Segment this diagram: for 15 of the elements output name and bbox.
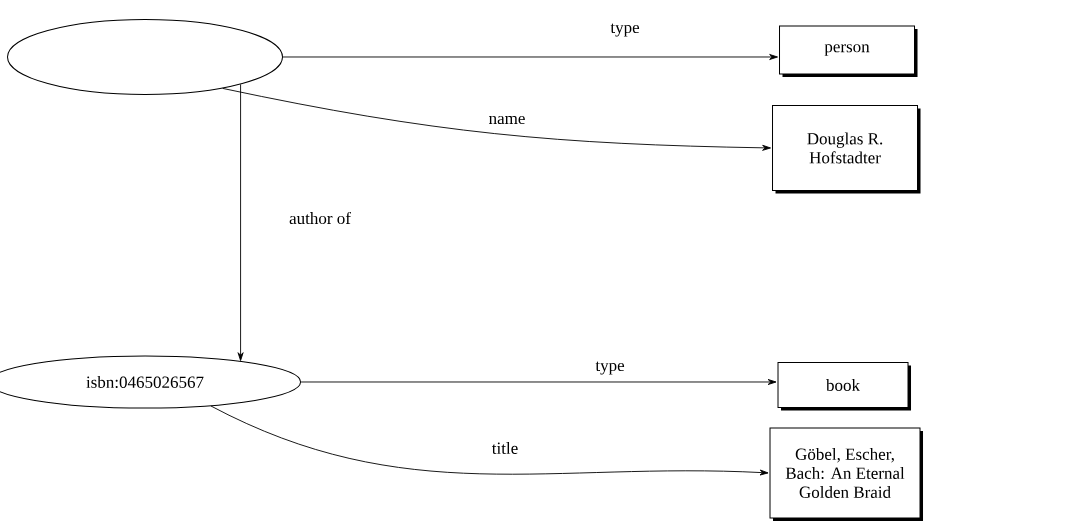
shadowed-box: person — [779, 25, 918, 77]
shadowed-box: Douglas R. Hofstadter — [772, 105, 921, 194]
arrow — [300, 379, 777, 385]
edge-label: title — [490, 441, 520, 455]
ellipse-node — [7, 19, 283, 95]
arrow — [222, 87, 771, 151]
shadowed-box: book — [777, 362, 911, 411]
arrow — [282, 54, 778, 60]
arrow — [237, 83, 244, 361]
edge-label: type — [609, 22, 641, 38]
edge-label: type — [594, 360, 626, 376]
arrow — [210, 405, 769, 476]
edge-label: name — [487, 114, 527, 126]
edge-label: author of — [288, 210, 352, 226]
shadowed-box: Göbel, Escher, Bach: An Eternal Golden Braid — [769, 427, 923, 521]
